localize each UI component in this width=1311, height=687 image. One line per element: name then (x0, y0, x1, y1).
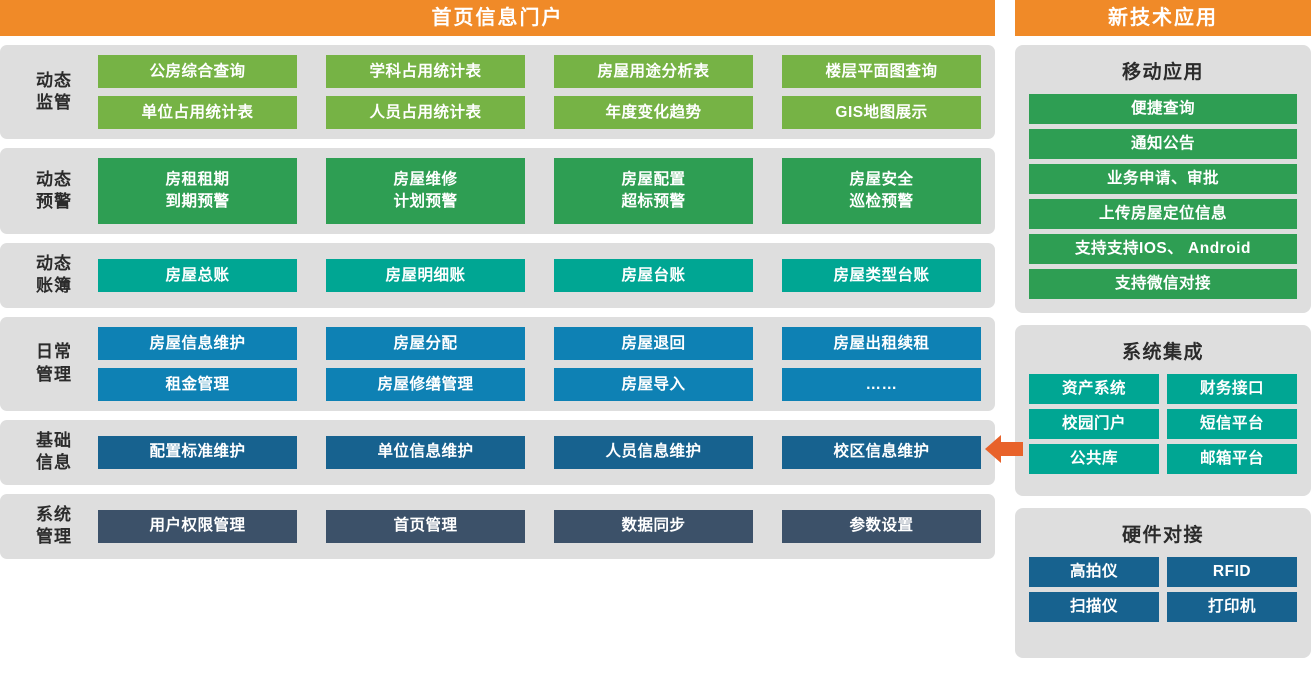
panel-item-notice-announcement[interactable]: 通知公告 (1029, 129, 1297, 159)
tile-row: 单位占用统计表 人员占用统计表 年度变化趋势 GIS地图展示 (98, 96, 981, 129)
tile-user-permission-management[interactable]: 用户权限管理 (98, 509, 297, 543)
section-dynamic-supervision: 动态 监管 公房综合查询 学科占用统计表 房屋用途分析表 楼层平面图查询 单位占… (0, 45, 995, 139)
tile-house-allocation[interactable]: 房屋分配 (326, 326, 525, 360)
panel-item-support-wechat[interactable]: 支持微信对接 (1029, 269, 1297, 299)
panel-item-printer[interactable]: 打印机 (1167, 592, 1297, 622)
panel-item-email-platform[interactable]: 邮箱平台 (1167, 444, 1297, 474)
panel-item-rfid[interactable]: RFID (1167, 557, 1297, 587)
tile-house-import[interactable]: 房屋导入 (554, 367, 753, 401)
panel-system-integration: 系统集成 资产系统 财务接口 校园门户 短信平台 公共库 邮箱平台 (1015, 325, 1311, 496)
panel-items-hardware-integration: 高拍仪 RFID 扫描仪 打印机 (1029, 557, 1297, 622)
panel-item-campus-portal[interactable]: 校园门户 (1029, 409, 1159, 439)
tile-unit-info-maintenance[interactable]: 单位信息维护 (326, 435, 525, 469)
section-basic-information: 基础 信息 配置标准维护 单位信息维护 人员信息维护 校区信息维护 (0, 419, 995, 485)
tile-discipline-occupancy-stats[interactable]: 学科占用统计表 (326, 55, 525, 88)
tile-house-general-ledger[interactable]: 房屋总账 (98, 258, 297, 292)
tile-row: 房屋信息维护 房屋分配 房屋退回 房屋出租续租 (98, 326, 981, 360)
tile-grid-dynamic-alerts: 房租租期 到期预警 房屋维修 计划预警 房屋配置 超标预警 房屋安全 巡检预警 (98, 158, 981, 224)
tile-homepage-management[interactable]: 首页管理 (326, 509, 525, 543)
left-arrow-icon (985, 435, 1023, 463)
tile-row: 租金管理 房屋修缮管理 房屋导入 …… (98, 367, 981, 401)
section-label-dynamic-ledger: 动态 账簿 (36, 254, 72, 296)
panel-item-document-camera[interactable]: 高拍仪 (1029, 557, 1159, 587)
tile-row: 公房综合查询 学科占用统计表 房屋用途分析表 楼层平面图查询 (98, 55, 981, 88)
section-label-daily-management: 日常 管理 (36, 342, 72, 384)
panel-item-upload-house-location[interactable]: 上传房屋定位信息 (1029, 199, 1297, 229)
left-banner-title: 首页信息门户 (0, 0, 995, 36)
panel-item-quick-query[interactable]: 便捷查询 (1029, 94, 1297, 124)
tile-grid-daily-management: 房屋信息维护 房屋分配 房屋退回 房屋出租续租 租金管理 房屋修缮管理 房屋导入… (98, 326, 981, 401)
tile-house-return[interactable]: 房屋退回 (554, 326, 753, 360)
right-banner-title: 新技术应用 (1015, 0, 1311, 36)
section-label-dynamic-alerts: 动态 预警 (36, 169, 72, 211)
left-column: 首页信息门户 动态 监管 公房综合查询 学科占用统计表 房屋用途分析表 楼层平面… (0, 0, 995, 559)
tile-row: 房屋总账 房屋明细账 房屋台账 房屋类型台账 (98, 258, 981, 292)
tile-grid-system-management: 用户权限管理 首页管理 数据同步 参数设置 (98, 509, 981, 543)
tile-personnel-info-maintenance[interactable]: 人员信息维护 (554, 435, 753, 469)
tile-grid-dynamic-ledger: 房屋总账 房屋明细账 房屋台账 房屋类型台账 (98, 258, 981, 292)
tile-gis-map-display[interactable]: GIS地图展示 (782, 96, 981, 129)
section-label-basic-information: 基础 信息 (36, 430, 72, 473)
tile-house-type-ledger[interactable]: 房屋类型台账 (782, 258, 981, 292)
tile-row: 房租租期 到期预警 房屋维修 计划预警 房屋配置 超标预警 房屋安全 巡检预警 (98, 158, 981, 224)
panel-hardware-integration: 硬件对接 高拍仪 RFID 扫描仪 打印机 (1015, 508, 1311, 658)
section-label-system-management: 系统 管理 (36, 504, 72, 547)
panel-title-hardware-integration: 硬件对接 (1121, 525, 1204, 546)
section-dynamic-ledger: 动态 账簿 房屋总账 房屋明细账 房屋台账 房屋类型台账 (0, 243, 995, 308)
right-column: 新技术应用 移动应用 便捷查询 通知公告 业务申请、审批 上传房屋定位信息 支持… (1015, 0, 1311, 687)
tile-grid-basic-information: 配置标准维护 单位信息维护 人员信息维护 校区信息维护 (98, 435, 981, 469)
tile-house-info-maintenance[interactable]: 房屋信息维护 (98, 326, 297, 360)
panel-mobile-application: 移动应用 便捷查询 通知公告 业务申请、审批 上传房屋定位信息 支持支持IOS、… (1015, 45, 1311, 313)
section-system-management: 系统 管理 用户权限管理 首页管理 数据同步 参数设置 (0, 493, 995, 559)
panel-item-sms-platform[interactable]: 短信平台 (1167, 409, 1297, 439)
tile-rent-expiry-alert[interactable]: 房租租期 到期预警 (98, 158, 297, 224)
panel-items-mobile-application: 便捷查询 通知公告 业务申请、审批 上传房屋定位信息 支持支持IOS、 Andr… (1029, 94, 1297, 299)
panel-title-mobile-application: 移动应用 (1121, 62, 1204, 83)
tile-personnel-occupancy-stats[interactable]: 人员占用统计表 (326, 96, 525, 129)
panel-item-finance-interface[interactable]: 财务接口 (1167, 374, 1297, 404)
tile-floor-plan-query[interactable]: 楼层平面图查询 (782, 55, 981, 88)
tile-row: 用户权限管理 首页管理 数据同步 参数设置 (98, 509, 981, 543)
tile-more-ellipsis[interactable]: …… (782, 367, 981, 401)
panel-title-system-integration: 系统集成 (1121, 342, 1204, 363)
tile-allocation-excess-alert[interactable]: 房屋配置 超标预警 (554, 158, 753, 224)
panel-item-asset-system[interactable]: 资产系统 (1029, 374, 1159, 404)
tile-house-repair-management[interactable]: 房屋修缮管理 (326, 367, 525, 401)
panel-item-business-apply-approve[interactable]: 业务申请、审批 (1029, 164, 1297, 194)
tile-rent-management[interactable]: 租金管理 (98, 367, 297, 401)
panel-list: 移动应用 便捷查询 通知公告 业务申请、审批 上传房屋定位信息 支持支持IOS、… (1015, 45, 1311, 658)
tile-config-standard-maintenance[interactable]: 配置标准维护 (98, 435, 297, 469)
tile-maintenance-plan-alert[interactable]: 房屋维修 计划预警 (326, 158, 525, 224)
tile-campus-info-maintenance[interactable]: 校区信息维护 (782, 435, 981, 469)
tile-row: 配置标准维护 单位信息维护 人员信息维护 校区信息维护 (98, 435, 981, 469)
tile-unit-occupancy-stats[interactable]: 单位占用统计表 (98, 96, 297, 129)
tile-house-lease-renewal[interactable]: 房屋出租续租 (782, 326, 981, 360)
section-daily-management: 日常 管理 房屋信息维护 房屋分配 房屋退回 房屋出租续租 租金管理 房屋修缮管… (0, 316, 995, 411)
tile-grid-dynamic-supervision: 公房综合查询 学科占用统计表 房屋用途分析表 楼层平面图查询 单位占用统计表 人… (98, 55, 981, 129)
tile-data-sync[interactable]: 数据同步 (554, 509, 753, 543)
section-label-dynamic-supervision: 动态 监管 (36, 70, 72, 112)
tile-house-standing-book[interactable]: 房屋台账 (554, 258, 753, 292)
panel-items-system-integration: 资产系统 财务接口 校园门户 短信平台 公共库 邮箱平台 (1029, 374, 1297, 474)
tile-annual-change-trend[interactable]: 年度变化趋势 (554, 96, 753, 129)
panel-item-support-ios-android[interactable]: 支持支持IOS、 Android (1029, 234, 1297, 264)
panel-item-public-database[interactable]: 公共库 (1029, 444, 1159, 474)
tile-parameter-settings[interactable]: 参数设置 (782, 509, 981, 543)
tile-public-housing-query[interactable]: 公房综合查询 (98, 55, 297, 88)
section-dynamic-alerts: 动态 预警 房租租期 到期预警 房屋维修 计划预警 房屋配置 超标预警 房屋安全… (0, 148, 995, 234)
tile-house-usage-analysis[interactable]: 房屋用途分析表 (554, 55, 753, 88)
section-list: 动态 监管 公房综合查询 学科占用统计表 房屋用途分析表 楼层平面图查询 单位占… (0, 45, 995, 559)
panel-item-scanner[interactable]: 扫描仪 (1029, 592, 1159, 622)
tile-house-detail-ledger[interactable]: 房屋明细账 (326, 258, 525, 292)
tile-safety-inspection-alert[interactable]: 房屋安全 巡检预警 (782, 158, 981, 224)
